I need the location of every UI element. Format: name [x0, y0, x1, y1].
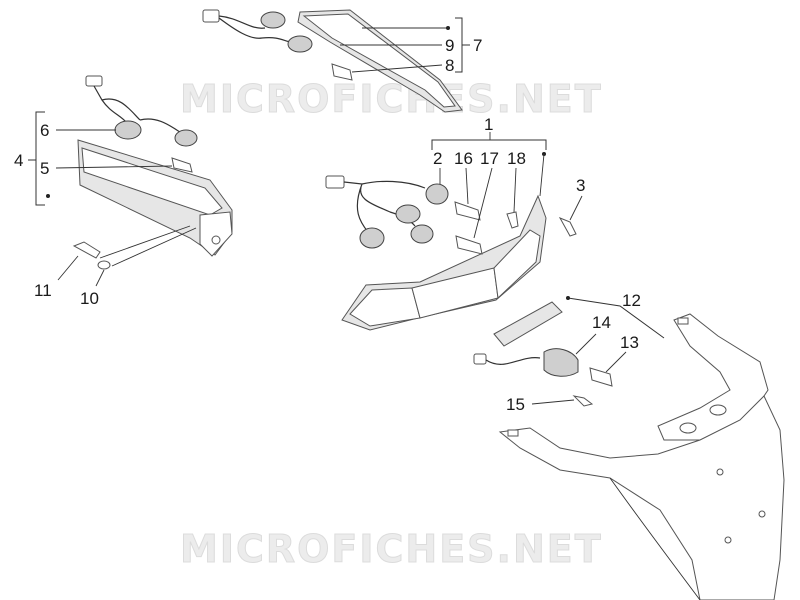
leader-12-dot	[566, 296, 570, 300]
bracket-7	[455, 17, 470, 73]
side-bulb-socket-a	[114, 120, 142, 140]
callout-15: 15	[506, 395, 525, 414]
rear-connector	[325, 175, 345, 189]
mudguard-hole-a	[679, 422, 697, 434]
leader-18	[513, 167, 517, 213]
callout-2: 2	[433, 149, 442, 168]
callout-13: 13	[620, 333, 639, 352]
leader-13	[605, 351, 627, 373]
callout-6: 6	[40, 121, 49, 140]
leader-10	[95, 269, 105, 287]
socket-14	[543, 348, 579, 377]
side-bulb-socket-b	[174, 129, 198, 147]
leader-16	[465, 167, 469, 205]
mudguard-hole-c	[716, 468, 724, 476]
strip-bulb-socket-a	[260, 11, 286, 29]
callout-12: 12	[622, 291, 641, 310]
strip-connector	[202, 9, 220, 23]
bulb-16	[454, 201, 481, 221]
screw-3	[558, 217, 577, 237]
side-mount-hole	[211, 235, 221, 245]
bracket-1	[431, 139, 547, 150]
rear-light-lens-right	[493, 229, 541, 300]
plate-connector	[473, 353, 487, 365]
plate-wire	[485, 357, 541, 365]
callout-16: 16	[454, 149, 473, 168]
callout-8: 8	[445, 56, 454, 75]
leader-1-housing	[539, 153, 545, 197]
screw-15	[572, 395, 594, 407]
strip-wire	[218, 15, 293, 43]
rear-socket-b	[359, 227, 385, 249]
side-light-assembly	[72, 75, 233, 270]
mudguard-upper-bracket	[657, 313, 769, 441]
callout-4: 4	[14, 151, 23, 170]
rear-socket-2	[425, 183, 449, 205]
washer-10	[97, 260, 111, 270]
bulb-13	[589, 367, 613, 387]
side-connector	[85, 75, 103, 87]
leader-15	[531, 399, 575, 405]
callout-11: 11	[34, 281, 52, 300]
leader-8	[351, 64, 443, 73]
callout-5: 5	[40, 159, 49, 178]
mudguard-hole-b	[709, 404, 727, 416]
callout-17: 17	[480, 149, 499, 168]
rear-socket-a	[395, 204, 421, 224]
bracket-4	[28, 111, 45, 206]
callout-10: 10	[80, 289, 99, 308]
leader-3	[569, 195, 583, 221]
leader-17	[473, 167, 493, 239]
mudguard-tab-top	[677, 317, 689, 325]
plate-light-lens	[493, 301, 563, 347]
side-bulb	[171, 157, 193, 173]
leader-11	[57, 255, 79, 281]
leader-14	[575, 333, 597, 355]
screw-11	[72, 241, 101, 259]
callout-18: 18	[507, 149, 526, 168]
callout-14: 14	[592, 313, 611, 332]
plate-light-assembly	[473, 301, 613, 407]
light-strip-inner	[302, 13, 456, 108]
watermark-top: MICROFICHES.NET	[180, 77, 603, 121]
callout-1: 1	[484, 115, 493, 134]
mudguard-edge	[609, 477, 701, 600]
leader-4-dot	[46, 194, 50, 198]
screw-18	[506, 211, 519, 229]
rear-wire	[343, 180, 426, 233]
strip-bulb-socket-b	[287, 35, 313, 53]
leader-7-dot	[446, 26, 450, 30]
side-light-lens	[81, 147, 223, 216]
mudguard-hole-d	[758, 510, 766, 518]
callout-9: 9	[445, 36, 454, 55]
mudguard-tab-left	[507, 429, 519, 437]
leader-washer-mount	[111, 227, 197, 267]
rear-socket-c	[410, 224, 434, 244]
leader-5	[55, 165, 173, 169]
rear-light-assembly	[325, 175, 577, 331]
rear-mudguard	[498, 313, 785, 600]
strip-bulb	[331, 63, 353, 81]
watermark-bottom: MICROFICHES.NET	[180, 527, 603, 571]
light-strip-assembly	[202, 9, 463, 113]
leader-screw-mount	[99, 225, 191, 259]
callout-7: 7	[473, 36, 482, 55]
side-light-mount	[199, 211, 233, 257]
bracket-12	[567, 297, 665, 339]
bulb-17	[455, 235, 483, 255]
mudguard-hole-e	[724, 536, 732, 544]
callout-3: 3	[576, 176, 585, 195]
